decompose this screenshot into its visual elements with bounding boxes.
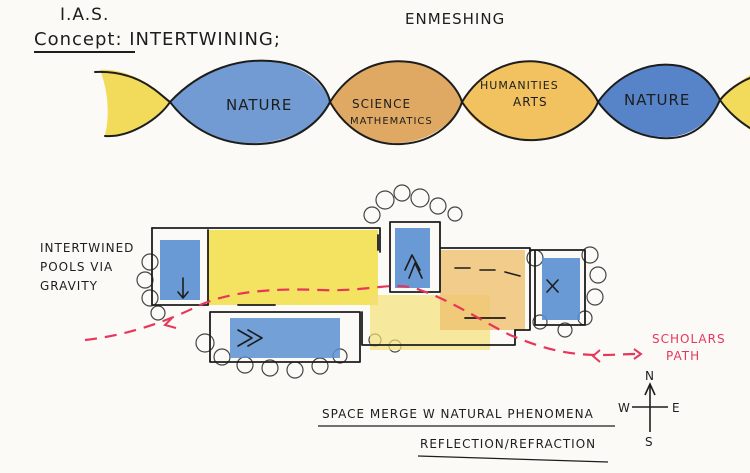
pool-east <box>542 258 580 320</box>
path-arrow-west <box>163 317 177 329</box>
pools-note-line1: INTERTWINED <box>40 241 134 255</box>
north-arrow-icon <box>644 382 656 396</box>
pool-west <box>160 240 200 300</box>
strand-end-left <box>100 69 170 136</box>
path-label-line1: SCHOLARS <box>652 332 726 346</box>
footer-underline-2 <box>417 455 609 463</box>
strand-label-nature-2: NATURE <box>624 91 690 109</box>
strand-segment-nature-2 <box>598 64 720 138</box>
strand-segment-humanities <box>462 61 598 140</box>
strand-label-science: SCIENCE <box>352 97 411 111</box>
compass-s: S <box>645 435 654 449</box>
header-concept: Concept: INTERTWINING; <box>34 29 281 50</box>
footer-line1: SPACE MERGE W NATURAL PHENOMENA <box>322 407 594 421</box>
strand-label-nature: NATURE <box>226 96 292 114</box>
strand-segment-science <box>330 61 462 144</box>
pool-north <box>395 228 430 288</box>
court-zone <box>440 250 525 330</box>
light-zone-west <box>208 230 378 305</box>
compass-n: N <box>645 369 655 383</box>
strand-label-arts: ARTS <box>513 95 548 109</box>
header-title: I.A.S. <box>60 5 109 25</box>
site-plan: INTERTWINED POOLS VIA GRAVITY SCHOLARS P… <box>40 184 726 379</box>
pools-note-line3: GRAVITY <box>40 279 98 293</box>
header-aside: ENMESHING <box>405 10 505 28</box>
gravity-arrows <box>177 254 559 347</box>
strand-label-humanities: HUMANITIES <box>480 79 559 92</box>
footer-line2: REFLECTION/REFRACTION <box>420 437 596 451</box>
compass-w: W <box>618 401 631 415</box>
path-arrow-end <box>633 348 643 360</box>
compass: N S E W <box>618 369 681 449</box>
compass-e: E <box>672 401 681 415</box>
path-arrow-east <box>591 349 601 363</box>
pool-south <box>230 318 340 358</box>
strand-segment-nature <box>170 61 330 144</box>
pools-note-line2: POOLS VIA <box>40 260 113 274</box>
path-label-line2: PATH <box>666 349 700 363</box>
scholars-path <box>84 284 641 357</box>
strand-end-right <box>720 75 750 130</box>
intertwined-strand: NATURE SCIENCE MATHEMATICS HUMANITIES AR… <box>94 59 750 146</box>
strand-label-mathematics: MATHEMATICS <box>350 116 433 127</box>
